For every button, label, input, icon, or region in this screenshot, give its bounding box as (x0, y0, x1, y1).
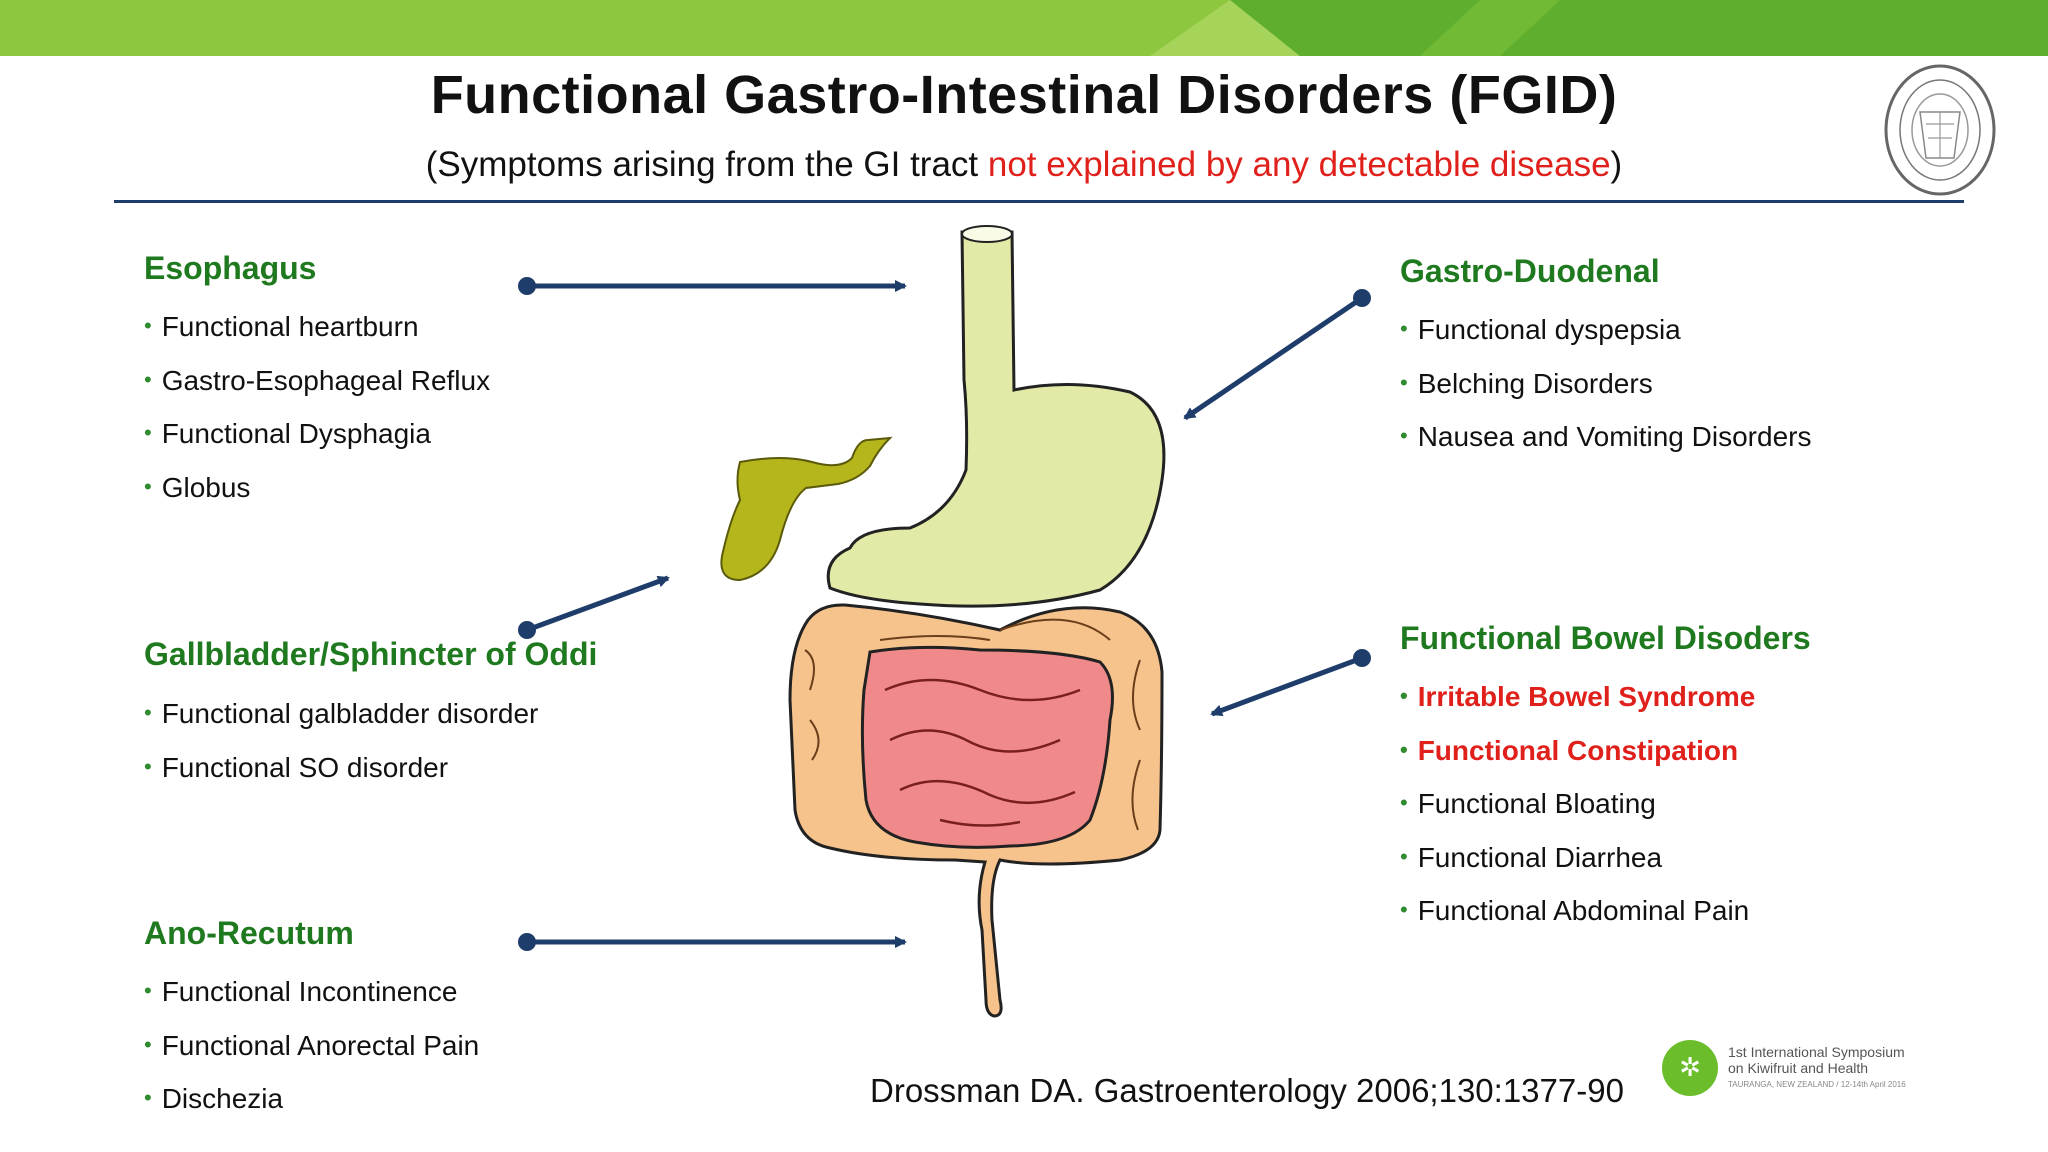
logo-line-1: 1st International Symposium (1728, 1044, 1905, 1060)
arrow-esophagus-dot (518, 277, 536, 295)
list-item: •Dischezia (144, 1083, 284, 1114)
top-banner (0, 0, 2048, 56)
arrow-gallbladder-dot (518, 621, 536, 639)
list-bowel: •Irritable Bowel Syndrome •Functional Co… (1400, 680, 1755, 948)
arrow-bowel-dot (1353, 649, 1371, 667)
heading-bowel: Functional Bowel Disoders (1400, 620, 1811, 656)
list-gastroduodenal: •Functional dyspepsia •Belching Disorder… (1400, 313, 1811, 474)
logo-line-3: TAURANGA, NEW ZEALAND / 12-14th April 20… (1728, 1080, 1906, 1089)
list-item: •Belching Disorders (1400, 367, 1653, 399)
list-item: •Functional SO disorder (144, 751, 449, 783)
list-esophagus: •Functional heartburn •Gastro-Esophageal… (144, 310, 490, 524)
list-item-highlight: •Irritable Bowel Syndrome (1400, 681, 1756, 712)
logo-line-2: on Kiwifruit and Health (1728, 1060, 1869, 1076)
title-divider (114, 200, 1964, 203)
university-seal-icon (1884, 64, 1996, 196)
list-item: •Functional Abdominal Pain (1400, 895, 1750, 926)
subtitle-prefix: (Symptoms arising from the GI tract (425, 145, 988, 184)
subtitle-suffix: ) (1610, 145, 1623, 184)
subtitle-highlight: not explained by any detectable disease (987, 145, 1611, 184)
heading-gastroduodenal: Gastro-Duodenal (1400, 253, 1660, 289)
list-item: •Gastro-Esophageal Reflux (144, 364, 491, 396)
list-item: •Functional Bloating (1400, 788, 1656, 819)
arrow-anorectum-dot (518, 933, 536, 951)
list-item: •Functional Diarrhea (1400, 841, 1663, 873)
arrow-bowel (1210, 655, 1363, 717)
gallbladder-shape (720, 436, 893, 582)
list-item: •Functional Incontinence (144, 976, 458, 1007)
heading-anorectum: Ano-Recutum (144, 915, 354, 951)
heading-gallbladder: Gallbladder/Sphincter of Oddi (144, 636, 598, 672)
list-item-highlight: •Functional Constipation (1400, 734, 1739, 766)
list-item: •Globus (144, 471, 251, 503)
arrow-gastroduodenal (1183, 295, 1364, 421)
list-item: •Functional galbladder disorder (144, 698, 539, 729)
page-title: Functional Gastro-Intestinal Disorders (… (430, 65, 1618, 125)
list-item: •Functional dyspepsia (1400, 314, 1681, 345)
kiwifruit-icon: ✲ (1662, 1040, 1718, 1096)
page-subtitle: (Symptoms arising from the GI tract not … (0, 145, 2048, 185)
heading-esophagus: Esophagus (144, 250, 317, 286)
small-intestine-shape (860, 645, 1114, 849)
list-item: •Functional heartburn (144, 311, 419, 342)
list-item: •Functional Dysphagia (144, 418, 431, 449)
stomach-shape (826, 225, 1166, 608)
arrow-gallbladder (526, 575, 670, 633)
list-item: •Nausea and Vomiting Disorders (1400, 421, 1812, 452)
citation: Drossman DA. Gastroenterology 2006;130:1… (870, 1072, 1624, 1109)
arrow-gastroduodenal-dot (1353, 289, 1371, 307)
list-anorectum: •Functional Incontinence •Functional Ano… (144, 975, 479, 1136)
list-item: •Functional Anorectal Pain (144, 1029, 480, 1061)
list-gallbladder: •Functional galbladder disorder •Functio… (144, 697, 538, 804)
symposium-logo: ✲ 1st International Symposium on Kiwifru… (1662, 1036, 1912, 1104)
